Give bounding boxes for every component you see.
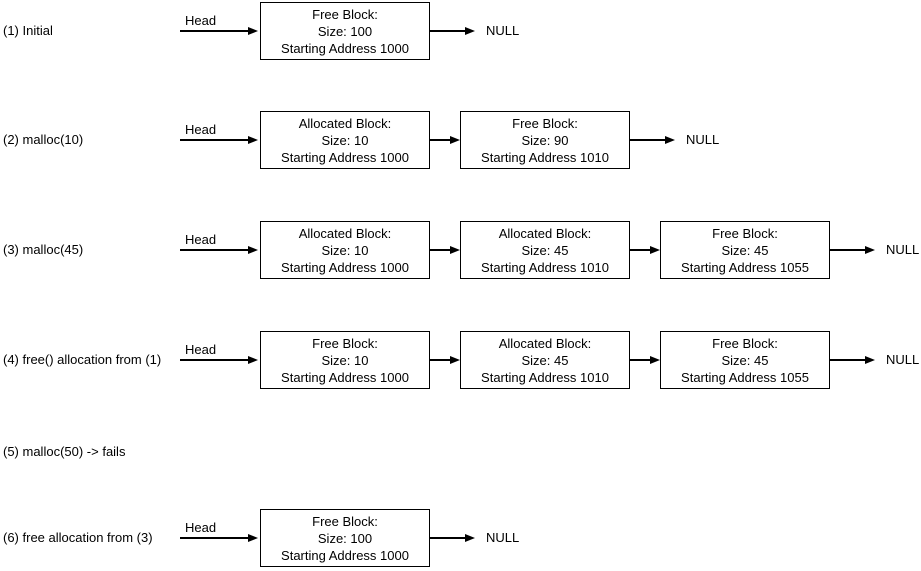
null-arrow — [430, 534, 475, 542]
block-address: Starting Address 1010 — [481, 149, 609, 165]
block-title: Free Block: — [512, 115, 578, 131]
null-label: NULL — [486, 23, 520, 38]
row-label: (6) free allocation from (3) — [3, 530, 153, 545]
block-size: Size: 45 — [721, 352, 769, 368]
head-arrow — [180, 246, 258, 254]
block-title: Allocated Block: — [498, 225, 592, 241]
head-label: Head — [185, 13, 217, 28]
block-address: Starting Address 1055 — [681, 259, 809, 275]
block-address: Starting Address 1000 — [281, 547, 409, 563]
head-arrow — [180, 534, 258, 542]
block-address: Starting Address 1000 — [281, 40, 409, 56]
block-size: Size: 90 — [521, 132, 569, 148]
head-arrow — [180, 136, 258, 144]
head-arrow — [180, 356, 258, 364]
block-size: Size: 100 — [317, 23, 373, 39]
link-arrow — [430, 356, 460, 364]
link-arrow — [430, 246, 460, 254]
block-address: Starting Address 1000 — [281, 369, 409, 385]
block-address: Starting Address 1010 — [481, 259, 609, 275]
row-label: (2) malloc(10) — [3, 132, 84, 147]
block-title: Free Block: — [712, 335, 778, 351]
head-label: Head — [185, 232, 217, 247]
block-address: Starting Address 1010 — [481, 369, 609, 385]
link-arrow — [430, 136, 460, 144]
null-arrow — [830, 356, 875, 364]
row-label: (5) malloc(50) -> fails — [3, 444, 126, 459]
block-title: Free Block: — [712, 225, 778, 241]
null-label: NULL — [486, 530, 520, 545]
block-size: Size: 10 — [321, 242, 369, 258]
block-size: Size: 10 — [321, 352, 369, 368]
block-size: Size: 10 — [321, 132, 369, 148]
row-label: (4) free() allocation from (1) — [3, 352, 162, 367]
block-title: Free Block: — [312, 513, 378, 529]
block-address: Starting Address 1055 — [681, 369, 809, 385]
null-arrow — [630, 136, 675, 144]
link-arrow — [630, 356, 660, 364]
head-arrow — [180, 27, 258, 35]
head-label: Head — [185, 520, 217, 535]
block-size: Size: 45 — [521, 352, 569, 368]
link-arrow — [630, 246, 660, 254]
head-label: Head — [185, 122, 217, 137]
null-arrow — [830, 246, 875, 254]
block-title: Free Block: — [312, 6, 378, 22]
block-size: Size: 45 — [721, 242, 769, 258]
block-title: Free Block: — [312, 335, 378, 351]
block-title: Allocated Block: — [298, 225, 392, 241]
block-size: Size: 45 — [521, 242, 569, 258]
null-label: NULL — [886, 352, 920, 367]
block-title: Allocated Block: — [298, 115, 392, 131]
block-size: Size: 100 — [317, 530, 373, 546]
block-title: Allocated Block: — [498, 335, 592, 351]
row-label: (1) Initial — [3, 23, 53, 38]
row-label: (3) malloc(45) — [3, 242, 84, 257]
head-label: Head — [185, 342, 217, 357]
null-label: NULL — [686, 132, 720, 147]
block-address: Starting Address 1000 — [281, 259, 409, 275]
block-address: Starting Address 1000 — [281, 149, 409, 165]
null-label: NULL — [886, 242, 920, 257]
null-arrow — [430, 27, 475, 35]
